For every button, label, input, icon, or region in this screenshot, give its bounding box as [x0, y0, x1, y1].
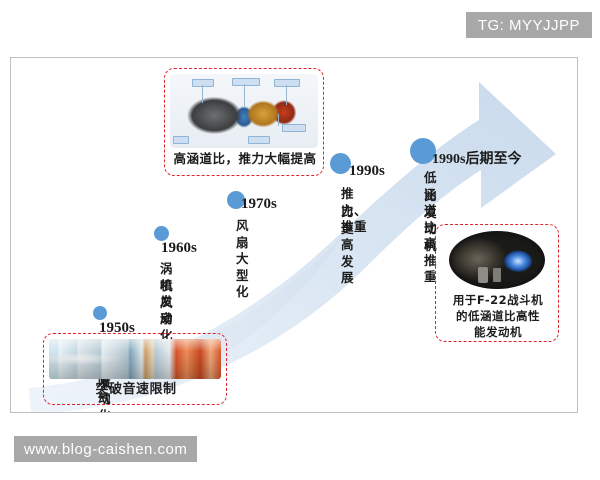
watermark-top-right-text: TG: MYYJJPP	[477, 16, 580, 34]
callout-afterburner-caption-line1: 用于F-22战斗机	[452, 293, 544, 307]
watermark-top-right: TG: MYYJJPP	[465, 12, 592, 38]
node-desc-1990s-line2: 比更高发展	[341, 204, 355, 285]
node-dot-1950s	[93, 306, 107, 320]
arrow-shape	[29, 82, 556, 412]
watermark-bottom-left-text: www.blog-caishen.com	[24, 440, 188, 458]
turbofan-cutaway-photo	[170, 74, 318, 148]
diagram-canvas: 1950s 航空发动 机喷气化 1960s 涡喷发动 机风扇化 1970s 风扇…	[10, 57, 578, 413]
node-desc-1970s-line1: 风扇大型化	[236, 218, 250, 299]
node-desc-1990s-late-line2: 比发动机	[424, 188, 438, 253]
fan-leader-3	[286, 85, 287, 105]
callout-turbojet-caption: 突破音速限制	[95, 382, 177, 397]
callout-turbojet[interactable]: 突破音速限制	[43, 333, 227, 405]
callout-afterburner[interactable]: 用于F-22战斗机 的低涵道比高性 能发动机	[435, 224, 559, 342]
afterburner-engine-photo	[449, 231, 545, 289]
callout-turbofan[interactable]: 高涵道比，推力大幅提高	[164, 68, 324, 176]
callout-turbofan-caption: 高涵道比，推力大幅提高	[173, 151, 317, 166]
callout-afterburner-caption-line2: 的低涵道比高性	[456, 309, 540, 323]
turbojet-cutaway-photo	[49, 339, 221, 379]
node-desc-1960s-line2: 机风扇化	[160, 278, 174, 343]
node-desc-1990s-line1: 推力、推重	[341, 186, 368, 234]
node-year-1990s: 1990s	[349, 163, 385, 179]
fan-label-6	[173, 136, 189, 144]
fan-label-3	[274, 79, 300, 87]
fan-label-2	[232, 78, 260, 86]
fan-leader-2	[244, 84, 245, 108]
fan-label-5	[248, 136, 270, 144]
fan-label-4	[282, 124, 306, 132]
node-dot-1990s	[330, 153, 351, 174]
node-year-1950s: 1950s	[99, 320, 135, 336]
node-desc-1990s-late-line1: 低涵道比高推重	[424, 170, 438, 284]
node-year-1960s: 1960s	[161, 240, 197, 256]
fan-label-1	[192, 79, 214, 87]
fan-leader-4	[278, 114, 279, 126]
fan-leader-1	[202, 85, 203, 103]
node-year-1990s-late: 1990s后期至今	[432, 152, 522, 167]
node-desc-1960s-line1: 涡喷发动	[160, 261, 174, 326]
node-dot-1960s	[154, 226, 169, 241]
node-dot-1990s-late	[410, 138, 436, 164]
node-year-1970s: 1970s	[241, 196, 277, 212]
callout-afterburner-caption-line3: 能发动机	[474, 325, 522, 339]
node-dot-1970s	[227, 191, 245, 209]
watermark-bottom-left: www.blog-caishen.com	[14, 436, 198, 462]
